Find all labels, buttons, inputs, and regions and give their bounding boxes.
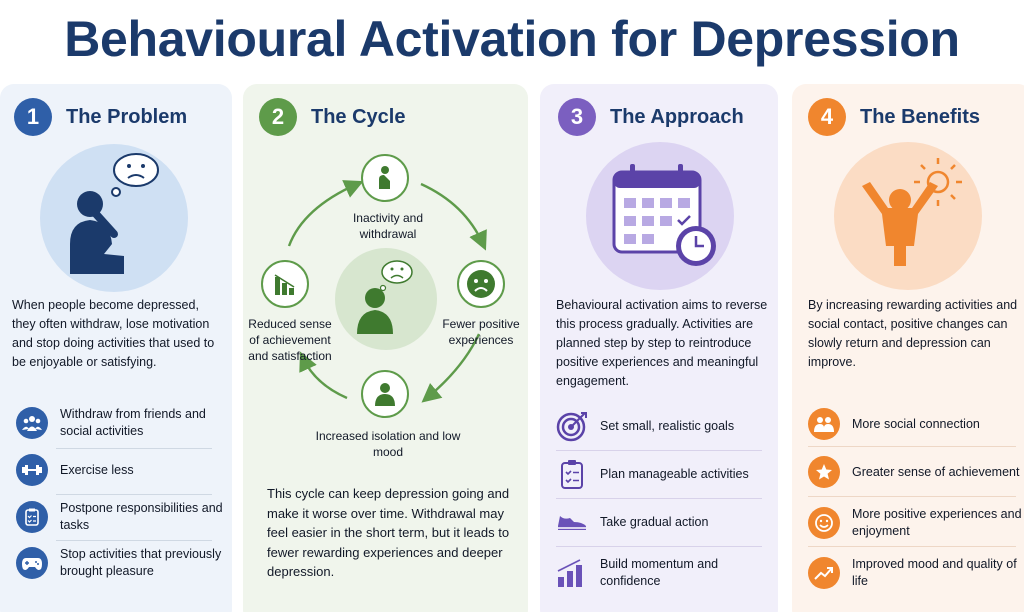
list-item: Postpone responsibilities and tasks: [16, 500, 226, 534]
list-item-label: Greater sense of achievement: [852, 464, 1020, 479]
list-item: Plan manageable activities: [556, 458, 770, 490]
list-item-label: Withdraw from friends and social activit…: [60, 407, 206, 438]
trend-up-icon: [808, 557, 840, 589]
page-title: Behavioural Activation for Depression: [64, 11, 960, 67]
step-number: 3: [558, 98, 596, 136]
cycle-arrows: [287, 180, 487, 403]
target-icon: [556, 410, 588, 442]
divider: [808, 446, 1016, 447]
panel-header: 1 The Problem: [14, 98, 187, 136]
list-item-label: Postpone responsibilities and tasks: [60, 501, 223, 532]
list-item-label: Take gradual action: [600, 514, 709, 529]
list-item-label: Exercise less: [60, 462, 134, 477]
divider: [808, 496, 1016, 497]
step-number: 2: [259, 98, 297, 136]
star-icon: [808, 456, 840, 488]
cycle-step-label: Increased isolation and low mood: [315, 429, 461, 459]
panel-heading: The Approach: [610, 105, 744, 128]
list-item: Stop activities that previously brought …: [16, 546, 226, 580]
divider: [556, 546, 762, 547]
checklist-icon: [556, 458, 588, 490]
calendar-clock-icon: [586, 142, 734, 290]
panel-description: This cycle can keep depression going and…: [267, 486, 510, 579]
panel-benefits: 4 The Benefits By increasing rewarding a…: [792, 84, 1024, 612]
divider: [56, 494, 212, 495]
step-number: 1: [14, 98, 52, 136]
rising-bars-icon: [556, 557, 588, 589]
panel-heading: The Benefits: [860, 105, 981, 128]
list-item-label: More positive experiences and enjoyment: [852, 507, 1022, 538]
list-item-label: Plan manageable activities: [600, 466, 749, 481]
sitting-person-icon: [361, 154, 409, 202]
panel-header: 3 The Approach: [558, 98, 744, 136]
panel-approach: 3 The Approach Behavioural activation ai…: [540, 84, 778, 612]
panel-description: When people become depressed, they often…: [12, 298, 215, 369]
list-item-label: Improved mood and quality of life: [852, 557, 1017, 588]
cycle-step-label: Inactivity and withdrawal: [352, 211, 424, 241]
clipboard-icon: [16, 501, 48, 533]
gamepad-icon: [16, 547, 48, 579]
panel-cycle: 2 The Cycle Inactivity and withdrawal Fe…: [243, 84, 528, 612]
cycle-step-label: Fewer positive experiences: [442, 317, 520, 347]
list-item-label: Stop activities that previously brought …: [60, 547, 222, 578]
divider: [56, 448, 212, 449]
list-item: Set small, realistic goals: [556, 410, 770, 442]
panel-header: 4 The Benefits: [808, 98, 980, 136]
divider: [556, 498, 762, 499]
list-item: Withdraw from friends and social activit…: [16, 406, 226, 440]
panel-problem: 1 The Problem When people become depress…: [0, 84, 232, 612]
list-item: Take gradual action: [556, 506, 770, 538]
sad-face-icon: [457, 260, 505, 308]
people-icon: [808, 408, 840, 440]
sneaker-icon: [556, 506, 588, 538]
cycle-step-label: Reduced sense of achievement and satisfa…: [248, 317, 332, 363]
list-item-label: Set small, realistic goals: [600, 418, 735, 433]
divider: [56, 540, 212, 541]
divider: [808, 546, 1016, 547]
step-number: 4: [808, 98, 846, 136]
list-item-label: More social connection: [852, 416, 980, 431]
list-item: More social connection: [808, 408, 1024, 440]
list-item-label: Build momentum and confidence: [600, 557, 719, 588]
happy-person-sun-icon: [834, 142, 982, 290]
list-item: Exercise less: [16, 454, 226, 486]
person-icon: [361, 370, 409, 418]
panel-heading: The Cycle: [311, 105, 406, 128]
dumbbell-icon: [16, 454, 48, 486]
list-item: More positive experiences and enjoyment: [808, 506, 1024, 540]
list-item: Improved mood and quality of life: [808, 556, 1024, 590]
panel-description: Behavioural activation aims to reverse t…: [556, 298, 768, 388]
declining-bars-icon: [261, 260, 309, 308]
sad-person-center-icon: [335, 248, 437, 350]
group-icon: [16, 407, 48, 439]
panel-description: By increasing rewarding activities and s…: [808, 298, 1018, 369]
panel-heading: The Problem: [66, 105, 188, 128]
divider: [556, 450, 762, 451]
smile-icon: [808, 507, 840, 539]
panel-header: 2 The Cycle: [259, 98, 405, 136]
list-item: Greater sense of achievement: [808, 456, 1024, 488]
list-item: Build momentum and confidence: [556, 556, 770, 590]
sad-person-thought-icon: [40, 144, 188, 292]
